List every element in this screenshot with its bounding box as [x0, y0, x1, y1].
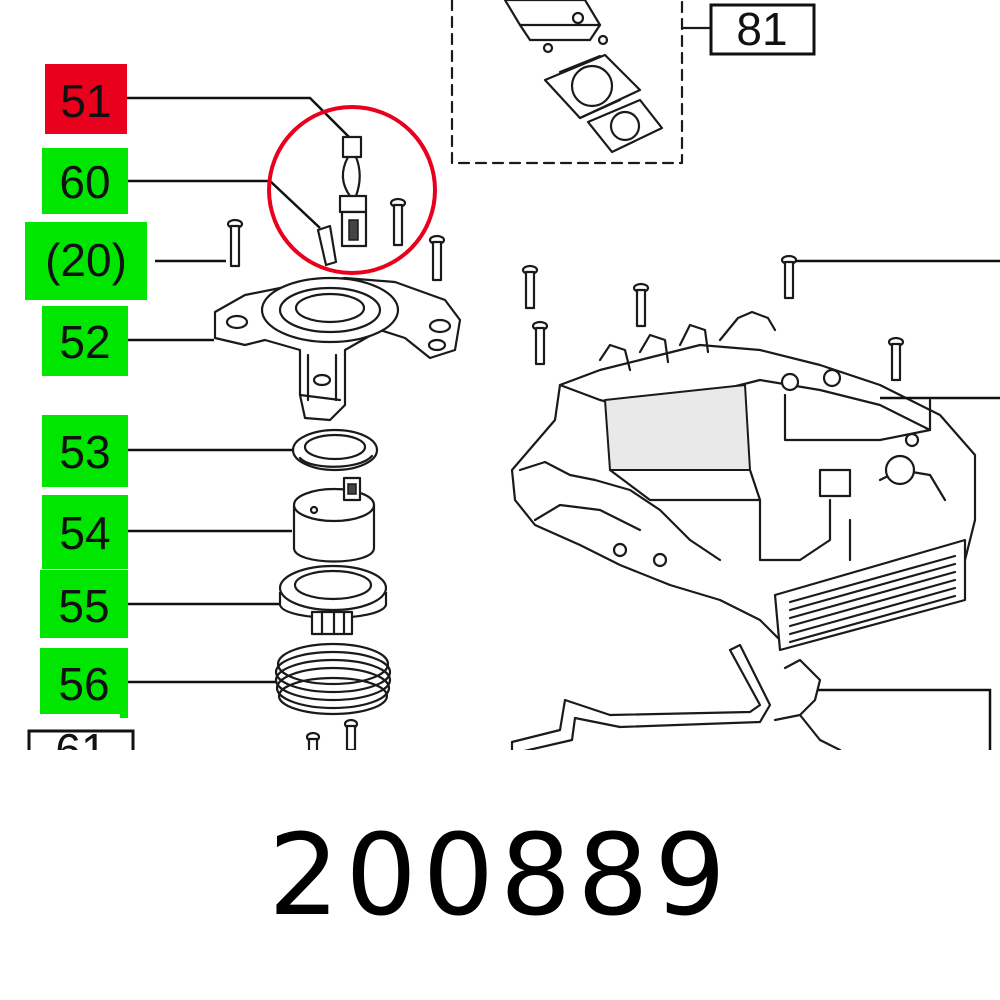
leader-51 [127, 96, 353, 141]
inset-81-group: 81 [450, 0, 816, 165]
screw [226, 218, 244, 268]
inset-dashed-frame [450, 0, 684, 165]
screw [343, 718, 359, 750]
main-housing [510, 310, 977, 652]
callout-55-label: 55 [58, 580, 109, 632]
part-60-clip [316, 224, 338, 267]
callout-54-label: 54 [59, 507, 110, 559]
inset-assembly [503, 0, 664, 154]
callout-55: 55 [40, 570, 282, 638]
callout-53: 53 [42, 415, 292, 487]
leader-right-bottom [818, 688, 992, 750]
callout-52-label: 52 [59, 316, 110, 368]
leader-60 [128, 179, 321, 229]
callout-53-label: 53 [59, 426, 110, 478]
part-56-springs [274, 642, 392, 716]
part-number: 200889 [268, 811, 732, 941]
callout-56: 56 [40, 648, 276, 718]
callout-81: 81 [709, 3, 816, 56]
part-52-bracket [213, 276, 462, 422]
screws [226, 197, 905, 750]
part-55-housing [278, 564, 388, 636]
screw [632, 282, 650, 328]
callout-61: 61 [24, 714, 135, 750]
wire-frame [510, 643, 842, 750]
part-51-cable-connector [338, 135, 368, 248]
exploded-parts-diagram: 81 51 60 (20) 52 53 54 55 56 [24, 0, 1000, 750]
callout-61-label: 61 [55, 724, 106, 750]
screw [389, 197, 407, 247]
callout-20: (20) [25, 222, 226, 300]
callout-51-label: 51 [60, 75, 111, 127]
screw [780, 254, 798, 300]
part-53-ring [291, 428, 379, 472]
callout-54: 54 [42, 495, 292, 569]
callout-52: 52 [42, 306, 214, 376]
part-54-cylinder [292, 476, 376, 563]
callout-60-label: 60 [59, 156, 110, 208]
screw [521, 264, 539, 310]
callout-20-label: (20) [45, 234, 127, 286]
screw [887, 336, 905, 382]
screw [531, 320, 549, 366]
highlight-circle [267, 105, 437, 275]
screw [428, 234, 446, 282]
callout-81-label: 81 [736, 3, 787, 55]
callout-51: 51 [45, 64, 353, 141]
callout-56-label: 56 [58, 658, 109, 710]
callout-60: 60 [42, 148, 321, 229]
screw [305, 731, 321, 750]
